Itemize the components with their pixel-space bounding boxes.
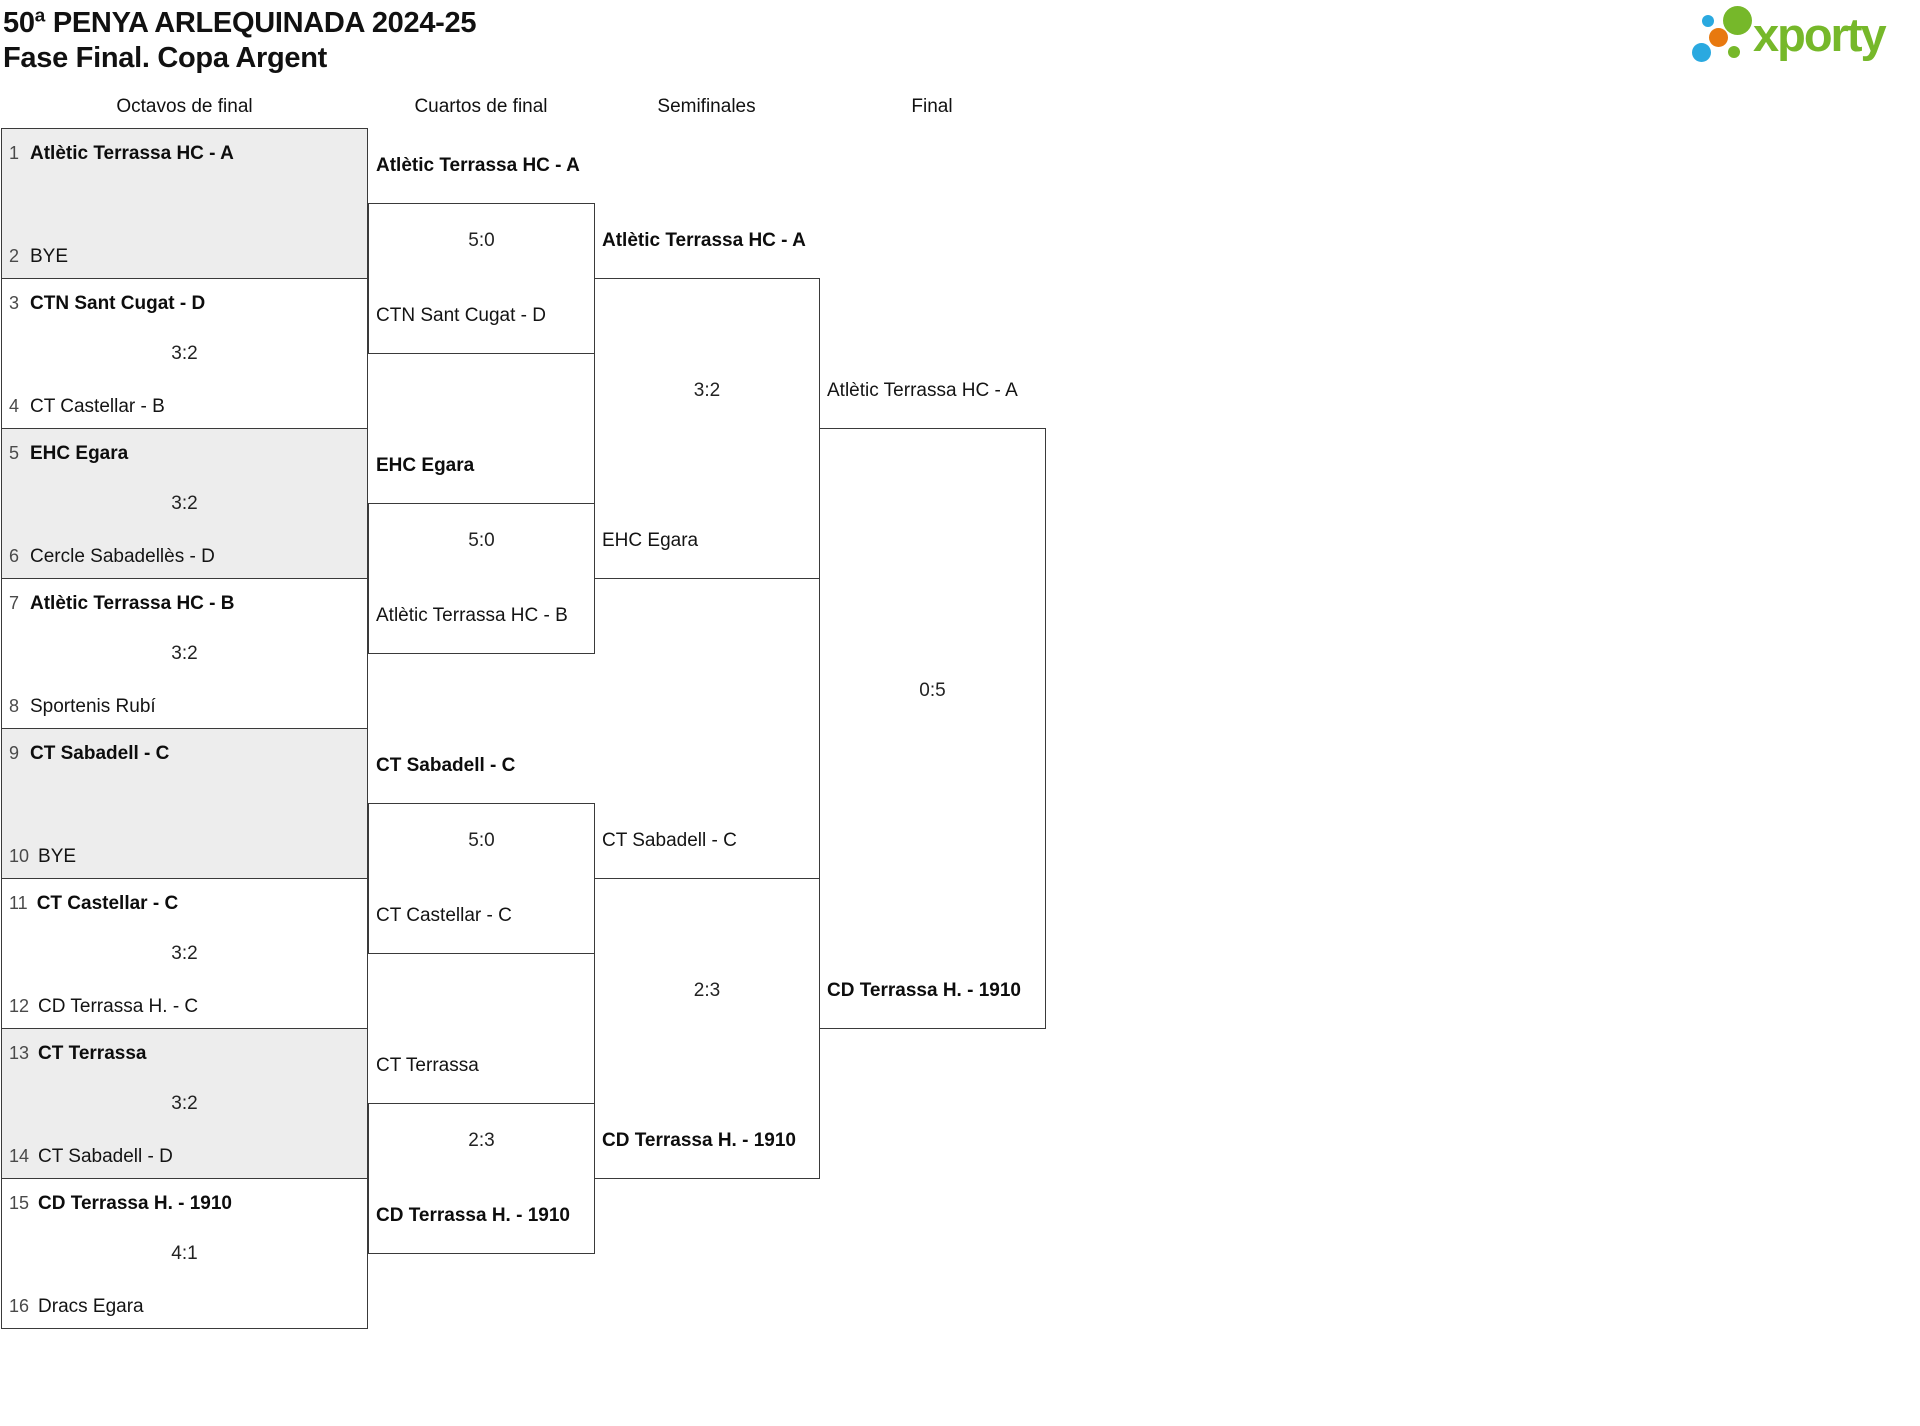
seat-number: 2 bbox=[9, 246, 20, 266]
xporty-logo[interactable]: xporty bbox=[1688, 2, 1918, 70]
match-score: 5:0 bbox=[468, 830, 495, 851]
team-name: Dracs Egara bbox=[38, 1296, 144, 1317]
team-name: CD Terrassa H. - 1910 bbox=[38, 1193, 233, 1214]
qf-match-2: EHC Egara 5:0 Atlètic Terrassa HC - B bbox=[368, 455, 595, 654]
r16-match-8: 15 CD Terrassa H. - 1910 4:1 16 Dracs Egar… bbox=[1, 1178, 368, 1329]
team-name: BYE bbox=[38, 846, 77, 867]
team-name: CT Castellar - C bbox=[376, 905, 512, 926]
team-name: CT Sabadell - C bbox=[376, 755, 516, 776]
team-name: CT Sabadell - D bbox=[38, 1146, 173, 1167]
seat-number: 14 bbox=[9, 1146, 30, 1166]
round-header-final: Final bbox=[911, 96, 953, 117]
seat-number: 13 bbox=[9, 1043, 30, 1063]
match-score: 5:0 bbox=[468, 230, 495, 251]
team-name: Cercle Sabadellès - D bbox=[30, 546, 215, 567]
page-title-block: 50ª PENYA ARLEQUINADA 2024-25 Fase Final… bbox=[3, 6, 476, 76]
team-name: Atlètic Terrassa HC - A bbox=[827, 380, 1018, 401]
team-name: CT Sabadell - C bbox=[602, 830, 737, 851]
match-score: 3:2 bbox=[171, 643, 198, 664]
final-match: Atlètic Terrassa HC - A 0:5 CD Terrassa … bbox=[819, 380, 1046, 1029]
seat-number: 7 bbox=[9, 593, 20, 613]
team-name: EHC Egara bbox=[376, 455, 475, 476]
qf-match-1: Atlètic Terrassa HC - A 5:0 CTN Sant Cug… bbox=[368, 155, 595, 354]
seat-number: 1 bbox=[9, 143, 20, 163]
qf-match-4: CT Terrassa 2:3 CD Terrassa H. - 1910 bbox=[368, 1055, 595, 1254]
match-score: 0:5 bbox=[919, 680, 946, 701]
match-score: 3:2 bbox=[171, 1093, 198, 1114]
team-name: Atlètic Terrassa HC - B bbox=[30, 593, 235, 614]
team-name: BYE bbox=[30, 246, 69, 267]
match-score: 5:0 bbox=[468, 530, 495, 551]
logo-wordmark: xporty bbox=[1753, 8, 1887, 61]
team-name: Atlètic Terrassa HC - B bbox=[376, 605, 568, 626]
team-name: CTN Sant Cugat - D bbox=[376, 305, 546, 326]
team-name: CT Terrassa bbox=[376, 1055, 479, 1076]
round-header-octavos: Octavos de final bbox=[116, 96, 253, 117]
seat-number: 10 bbox=[9, 846, 30, 866]
qf-match-3: CT Sabadell - C 5:0 CT Castellar - C bbox=[368, 755, 595, 954]
match-score: 3:2 bbox=[171, 943, 198, 964]
seat-number: 3 bbox=[9, 293, 20, 313]
seat-number: 15 bbox=[9, 1193, 30, 1213]
seat-number: 12 bbox=[9, 996, 30, 1016]
r16-match-3: 5 EHC Egara 3:2 6 Cercle Sabadellès - D bbox=[1, 428, 368, 579]
seat-number: 9 bbox=[9, 743, 20, 763]
team-name: EHC Egara bbox=[30, 443, 129, 464]
page-title: 50ª PENYA ARLEQUINADA 2024-25 bbox=[3, 7, 477, 39]
team-name: CT Castellar - B bbox=[30, 396, 165, 417]
team-name: Atlètic Terrassa HC - A bbox=[602, 230, 806, 251]
team-name: CT Sabadell - C bbox=[30, 743, 170, 764]
match-score: 3:2 bbox=[171, 343, 198, 364]
seat-number: 6 bbox=[9, 546, 20, 566]
seat-number: 5 bbox=[9, 443, 20, 463]
team-name: CTN Sant Cugat - D bbox=[30, 293, 206, 314]
team-name: EHC Egara bbox=[602, 530, 699, 551]
r16-match-6: 11 CT Castellar - C 3:2 12 CD Terrassa H. … bbox=[1, 878, 368, 1029]
team-name: CD Terrassa H. - 1910 bbox=[376, 1205, 570, 1226]
r16-match-2: 3 CTN Sant Cugat - D 3:2 4 CT Castellar - … bbox=[1, 278, 368, 429]
logo-dot-blue-small-icon bbox=[1702, 15, 1714, 27]
match-score: 3:2 bbox=[693, 380, 721, 401]
logo-dot-orange-icon bbox=[1709, 28, 1728, 47]
team-name: Sportenis Rubí bbox=[30, 696, 156, 717]
team-name: CT Castellar - C bbox=[36, 893, 179, 914]
seat-number: 16 bbox=[9, 1296, 30, 1316]
r16-match-4: 7 Atlètic Terrassa HC - B 3:2 8 Sportenis … bbox=[1, 578, 368, 729]
page-subtitle: Fase Final. Copa Argent bbox=[3, 42, 327, 74]
match-score: 3:2 bbox=[171, 493, 198, 514]
team-name: CD Terrassa H. - 1910 bbox=[602, 1130, 796, 1151]
match-score: 2:3 bbox=[693, 980, 721, 1001]
team-name: CD Terrassa H. - C bbox=[38, 996, 199, 1017]
team-name: CD Terrassa H. - 1910 bbox=[827, 980, 1021, 1001]
match-score: 4:1 bbox=[171, 1243, 198, 1264]
sf-match-2: CT Sabadell - C 2:3 CD Terrassa H. - 191… bbox=[594, 830, 820, 1179]
logo-dot-green-big-icon bbox=[1723, 6, 1752, 35]
r16-match-7: 13 CT Terrassa 3:2 14 CT Sabadell - D bbox=[1, 1028, 368, 1179]
logo-dot-green-small-icon bbox=[1728, 46, 1740, 58]
r16-match-5: 9 CT Sabadell - C 10 BYE bbox=[1, 728, 368, 879]
seat-number: 8 bbox=[9, 696, 20, 716]
team-name: CT Terrassa bbox=[38, 1043, 147, 1064]
r16-match-1: 1 Atlètic Terrassa HC - A 2 BYE bbox=[1, 128, 368, 279]
seat-number: 4 bbox=[9, 396, 20, 416]
team-name: Atlètic Terrassa HC - A bbox=[376, 155, 580, 176]
round-header-semifinales: Semifinales bbox=[657, 96, 756, 117]
logo-dot-blue-medium-icon bbox=[1692, 43, 1711, 62]
sf-match-1: Atlètic Terrassa HC - A 3:2 EHC Egara bbox=[594, 230, 820, 579]
team-name: Atlètic Terrassa HC - A bbox=[30, 143, 234, 164]
match-score: 2:3 bbox=[468, 1130, 495, 1151]
round-header-cuartos: Cuartos de final bbox=[414, 96, 548, 117]
seat-number: 11 bbox=[9, 893, 28, 913]
